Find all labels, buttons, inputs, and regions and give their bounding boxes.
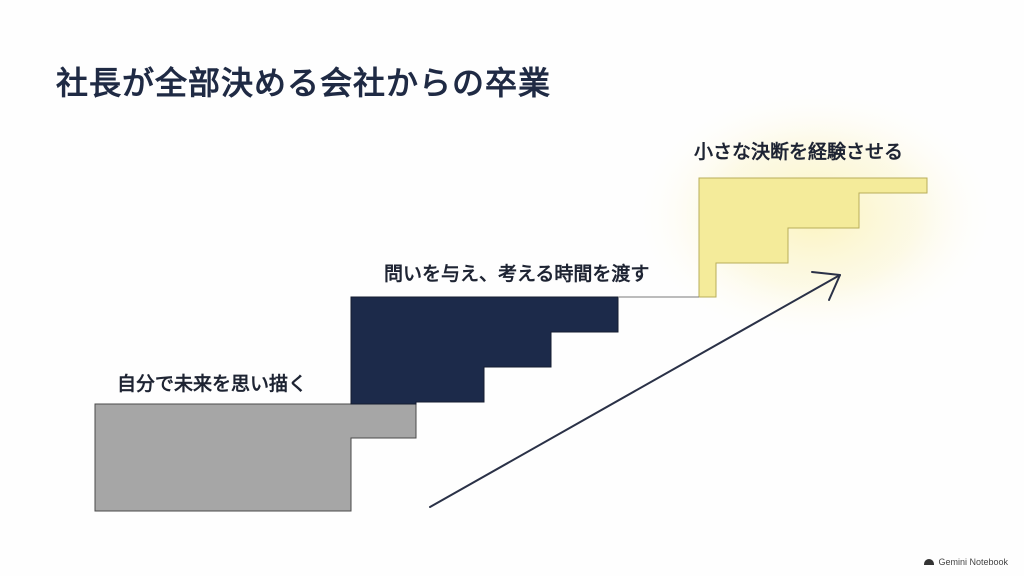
arrow-head-icon	[811, 271, 841, 301]
step-2-block	[350, 296, 619, 405]
watermark: Gemini Notebook	[924, 557, 1008, 567]
step-2-label: 問いを与え、考える時間を渡す	[384, 263, 650, 285]
step-3-label: 小さな決断を経験させる	[694, 141, 904, 163]
growth-arrow	[429, 274, 841, 508]
gemini-notebook-icon	[924, 559, 935, 565]
step-3-block	[698, 177, 928, 298]
step-1-block	[94, 403, 417, 512]
step-1-label: 自分で未来を思い描く	[117, 373, 308, 395]
page-title: 社長が全部決める会社からの卒業	[56, 64, 552, 102]
watermark-text: Gemini Notebook	[938, 557, 1008, 567]
